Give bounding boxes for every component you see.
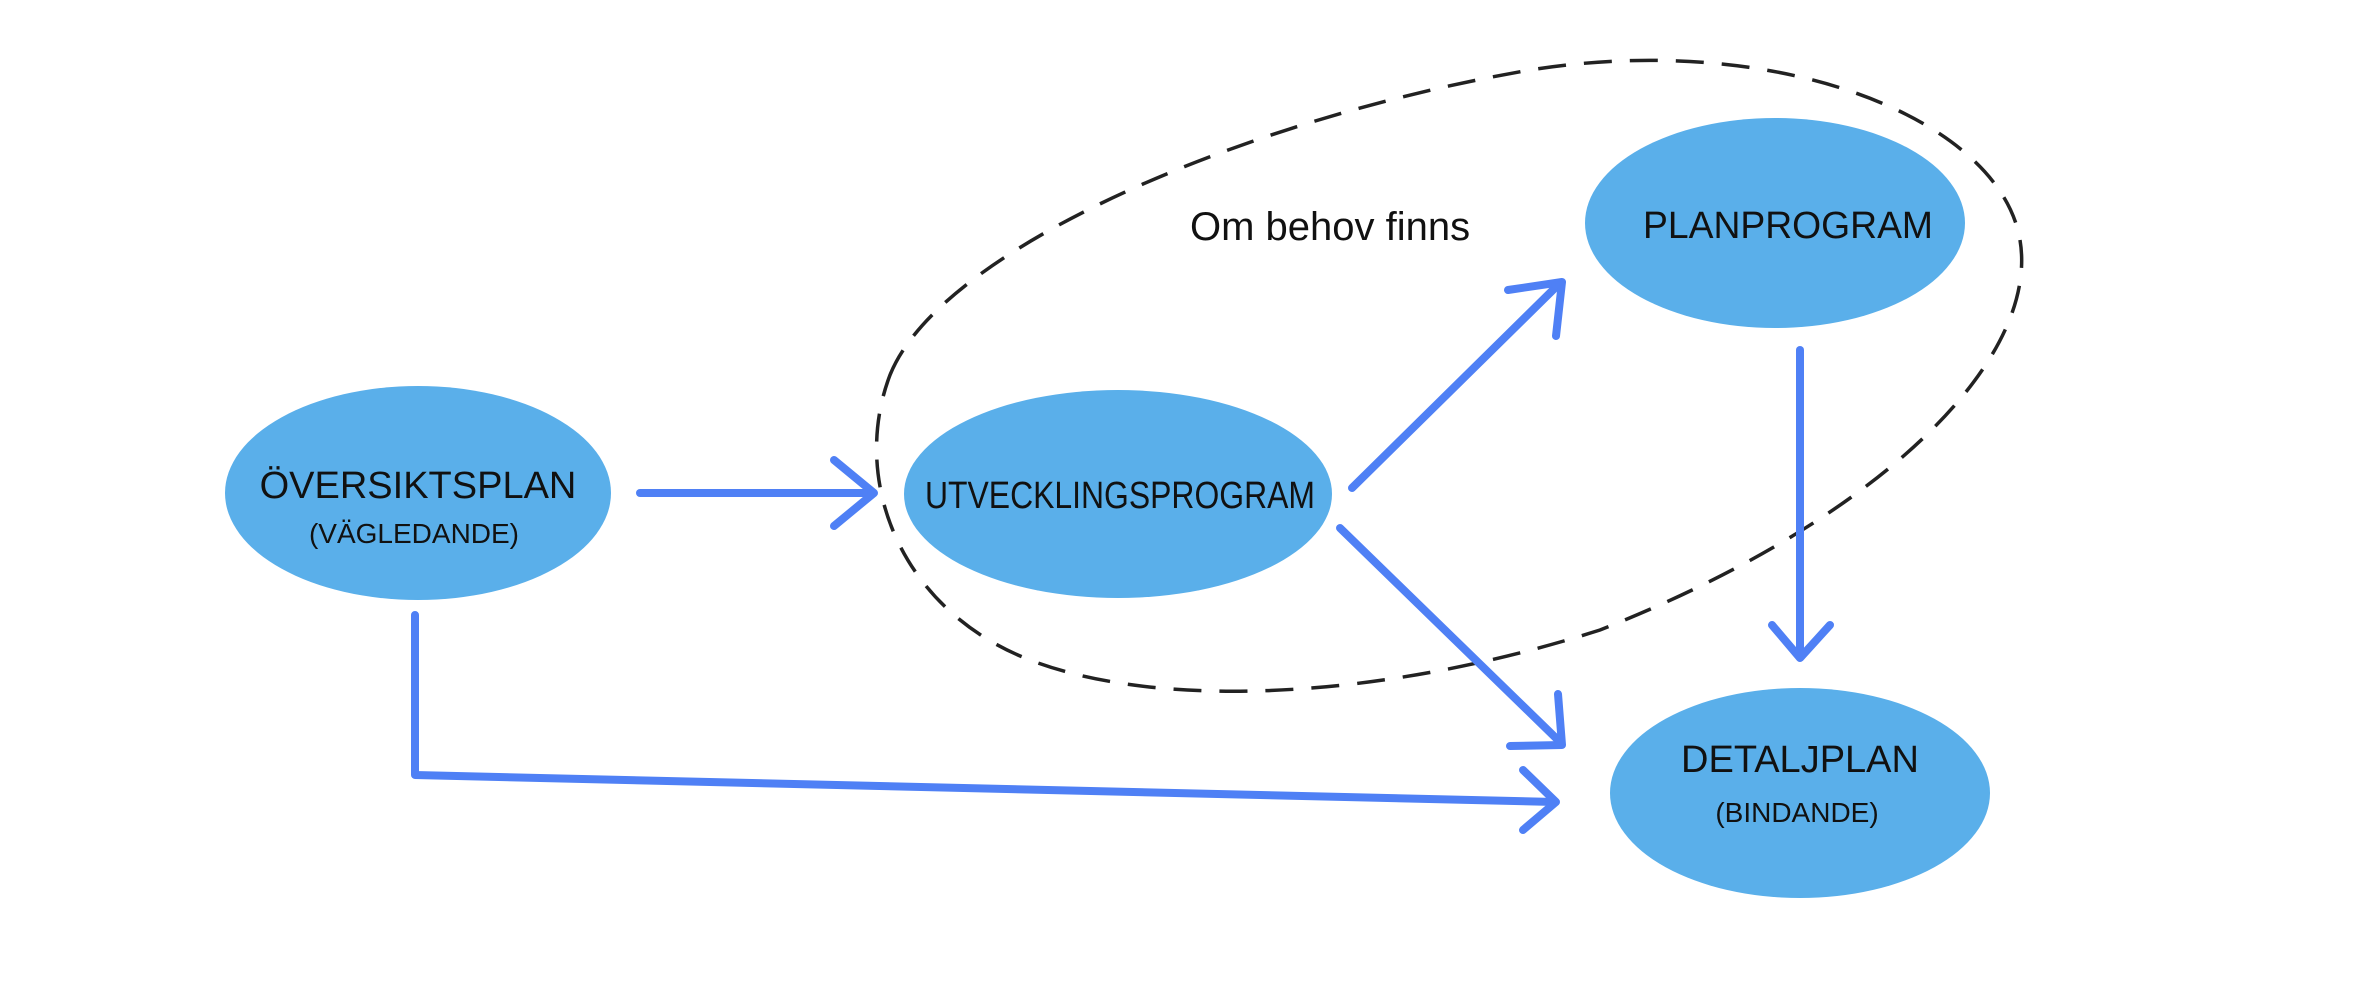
node-detaljplan-subtitle: (BINDANDE) bbox=[1715, 797, 1878, 828]
node-oversiktsplan-title: ÖVERSIKTSPLAN bbox=[260, 465, 577, 507]
node-utvecklingsprogram-title: UTVECKLINGSPROGRAM bbox=[925, 475, 1315, 517]
arrow-planprogram-to-detaljplan bbox=[1768, 346, 1834, 662]
node-utvecklingsprogram: UTVECKLINGSPROGRAM bbox=[904, 390, 1332, 598]
node-detaljplan: DETALJPLAN (BINDANDE) bbox=[1610, 688, 1990, 898]
node-oversiktsplan-subtitle: (VÄGLEDANDE) bbox=[309, 518, 519, 549]
optional-group-dashed-outline bbox=[874, 58, 2024, 693]
arrow-oversiktsplan-to-utvecklingsprogram bbox=[636, 456, 878, 530]
arrow-utvecklingsprogram-to-planprogram bbox=[1348, 278, 1566, 492]
optional-group-label: Om behov finns bbox=[1190, 205, 1470, 249]
node-detaljplan-title: DETALJPLAN bbox=[1681, 739, 1919, 781]
arrow-utvecklingsprogram-to-detaljplan bbox=[1336, 524, 1566, 750]
node-planprogram-title: PLANPROGRAM bbox=[1643, 205, 1933, 247]
node-oversiktsplan: ÖVERSIKTSPLAN (VÄGLEDANDE) bbox=[225, 386, 611, 600]
node-planprogram: PLANPROGRAM bbox=[1585, 118, 1965, 328]
arrow-oversiktsplan-to-detaljplan bbox=[411, 611, 1560, 834]
